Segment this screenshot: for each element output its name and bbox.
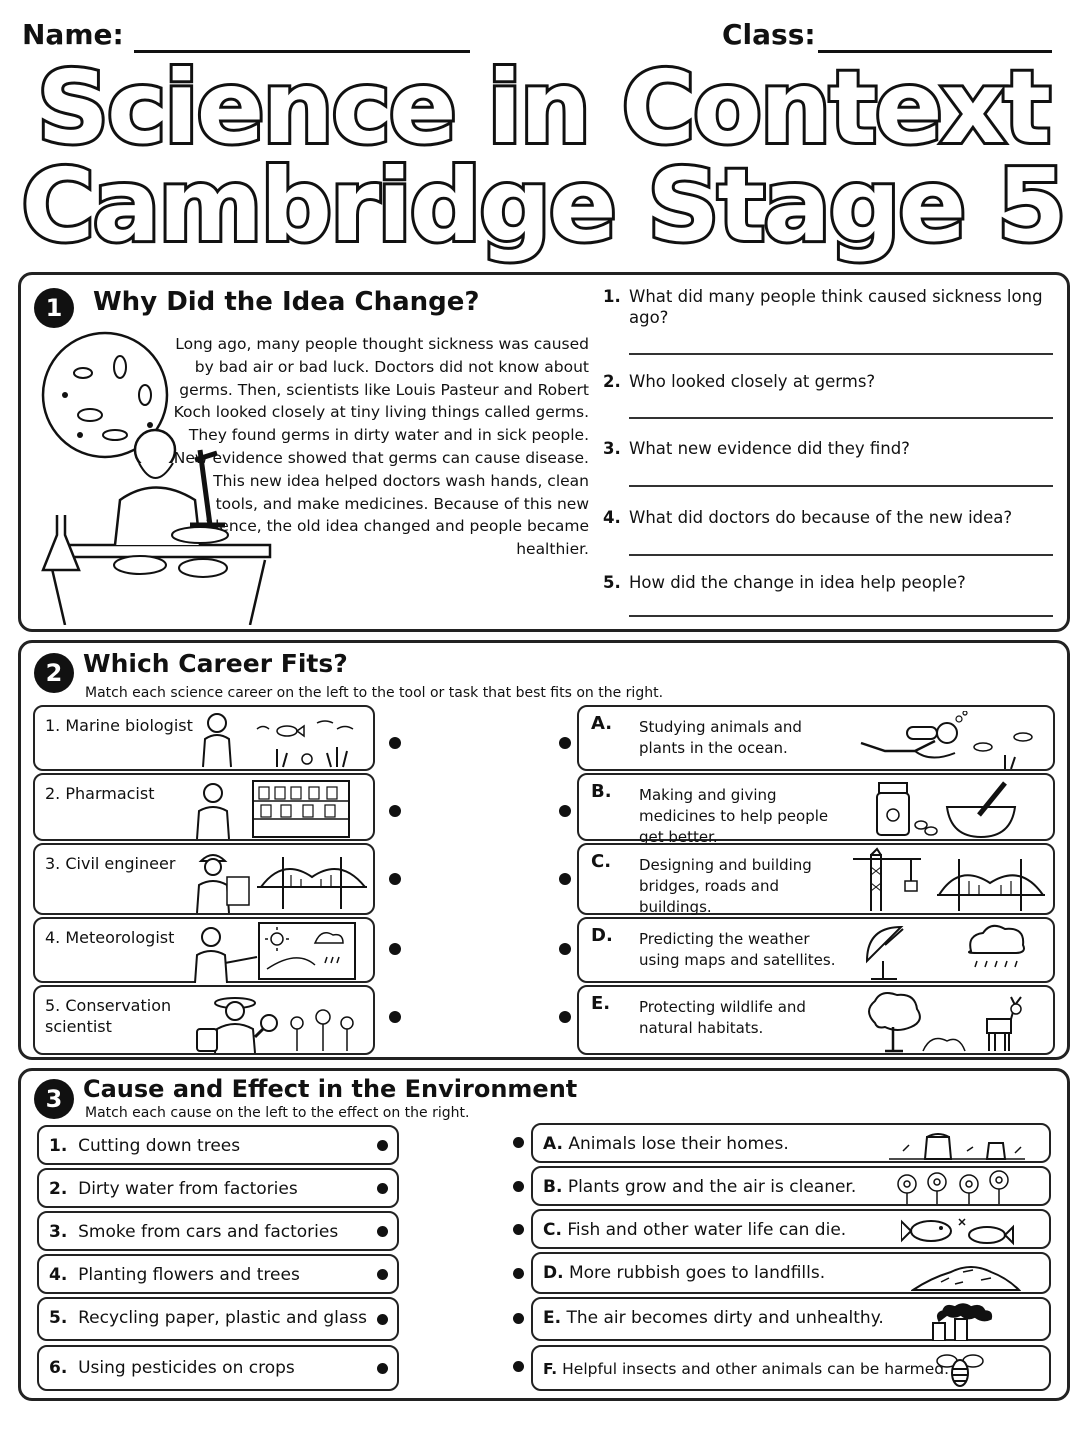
match-dot-left[interactable] (389, 1011, 401, 1023)
cause-item[interactable]: 4. Planting flowers and trees (37, 1254, 399, 1294)
match-dot-left[interactable] (389, 805, 401, 817)
career-item[interactable]: 4. Meteorologist (33, 917, 375, 983)
match-dot-left[interactable] (377, 1314, 388, 1325)
match-dot-right[interactable] (559, 737, 571, 749)
cause-item[interactable]: 6. Using pesticides on crops (37, 1345, 399, 1391)
section-number: 2 (34, 653, 74, 693)
section-number: 3 (34, 1079, 74, 1119)
class-field[interactable] (818, 50, 1052, 53)
fish-icon (901, 1218, 1014, 1246)
tree-stump-icon (889, 1133, 1025, 1160)
factory-smoke-icon (932, 1303, 993, 1341)
match-dot-right[interactable] (513, 1224, 524, 1235)
task-item[interactable]: E. Protecting wildlife and natural habit… (577, 985, 1055, 1055)
tree-deer-icon (868, 992, 1022, 1053)
flowers-icon (897, 1170, 1009, 1204)
task-item[interactable]: A. Studying animals and plants in the oc… (577, 705, 1055, 771)
worksheet-header: Name: Class: (22, 18, 1052, 58)
effect-item[interactable]: F. Helpful insects and other animals can… (531, 1345, 1051, 1391)
name-label: Name: (22, 18, 124, 51)
answer-line-3[interactable] (629, 485, 1053, 487)
title-line-1: Science in Context (34, 49, 1054, 167)
name-field[interactable] (134, 50, 470, 53)
section-instruction: Match each cause on the left to the effe… (85, 1105, 470, 1121)
section-number: 1 (34, 288, 74, 328)
answer-line-1[interactable] (629, 353, 1053, 355)
match-dot-right[interactable] (513, 1361, 524, 1372)
title-line-2: Cambridge Stage 5 (18, 147, 1069, 265)
meteorologist-icon (194, 922, 356, 983)
match-dot-left[interactable] (389, 873, 401, 885)
match-dot-left[interactable] (389, 943, 401, 955)
answer-line-2[interactable] (629, 417, 1053, 419)
effect-item[interactable]: D. More rubbish goes to landfills. (531, 1252, 1051, 1294)
diver-icon (860, 711, 1033, 769)
section-why-idea-change: 1 Why Did the Idea Change? Long ago, man… (18, 272, 1070, 632)
effect-item[interactable]: C. Fish and other water life can die. (531, 1209, 1051, 1249)
match-dot-left[interactable] (377, 1363, 388, 1374)
marine-biologist-icon (202, 713, 354, 768)
scientist-microscope-icon (41, 331, 272, 625)
task-item[interactable]: C. Designing and building bridges, roads… (577, 843, 1055, 916)
career-item[interactable]: 2. Pharmacist (33, 773, 375, 841)
match-dot-left[interactable] (377, 1226, 388, 1237)
effect-item[interactable]: B. Plants grow and the air is cleaner. (531, 1166, 1051, 1206)
answer-line-4[interactable] (629, 554, 1053, 556)
match-dot-right[interactable] (513, 1313, 524, 1324)
match-dot-left[interactable] (389, 737, 401, 749)
match-dot-right[interactable] (513, 1137, 524, 1148)
section-title: Which Career Fits? (83, 649, 348, 678)
match-dot-right[interactable] (559, 805, 571, 817)
task-item[interactable]: B. Making and giving medicines to help p… (577, 773, 1055, 846)
section-cause-effect: 3 Cause and Effect in the Environment Ma… (18, 1068, 1070, 1401)
section-title: Cause and Effect in the Environment (83, 1075, 578, 1103)
match-dot-right[interactable] (513, 1181, 524, 1192)
section-title: Why Did the Idea Change? (93, 287, 480, 317)
career-item[interactable]: 5. Conservation scientist (33, 985, 375, 1055)
class-label: Class: (722, 18, 816, 51)
match-dot-right[interactable] (513, 1268, 524, 1279)
crane-bridge-icon (853, 847, 1045, 911)
effect-item[interactable]: A. Animals lose their homes. (531, 1123, 1051, 1163)
cause-item[interactable]: 1. Cutting down trees (37, 1125, 399, 1165)
cause-item[interactable]: 2. Dirty water from factories (37, 1168, 399, 1208)
career-item[interactable]: 3. Civil engineer (33, 843, 375, 915)
pharmacist-icon (196, 780, 350, 839)
section-instruction: Match each science career on the left to… (85, 685, 664, 701)
section-which-career-fits: 2 Which Career Fits? Match each science … (18, 640, 1070, 1060)
match-dot-left[interactable] (377, 1269, 388, 1280)
match-dot-right[interactable] (559, 1011, 571, 1023)
match-dot-left[interactable] (377, 1183, 388, 1194)
conservation-scientist-icon (196, 997, 354, 1053)
landfill-icon (911, 1266, 1021, 1291)
satellite-cloud-icon (865, 924, 1025, 980)
bee-icon (936, 1354, 984, 1387)
match-dot-right[interactable] (559, 943, 571, 955)
answer-line-5[interactable] (629, 615, 1053, 617)
match-dot-right[interactable] (559, 873, 571, 885)
civil-engineer-icon (196, 854, 367, 913)
reading-passage: Long ago, many people thought sickness w… (173, 335, 589, 559)
effect-item[interactable]: E. The air becomes dirty and unhealthy. (531, 1297, 1051, 1341)
career-item[interactable]: 1. Marine biologist (33, 705, 375, 771)
task-item[interactable]: D. Predicting the weather using maps and… (577, 917, 1055, 983)
cause-item[interactable]: 3. Smoke from cars and factories (37, 1211, 399, 1251)
medicine-icon (876, 781, 1017, 839)
cause-item[interactable]: 5. Recycling paper, plastic and glass (37, 1297, 399, 1341)
match-dot-left[interactable] (377, 1140, 388, 1151)
